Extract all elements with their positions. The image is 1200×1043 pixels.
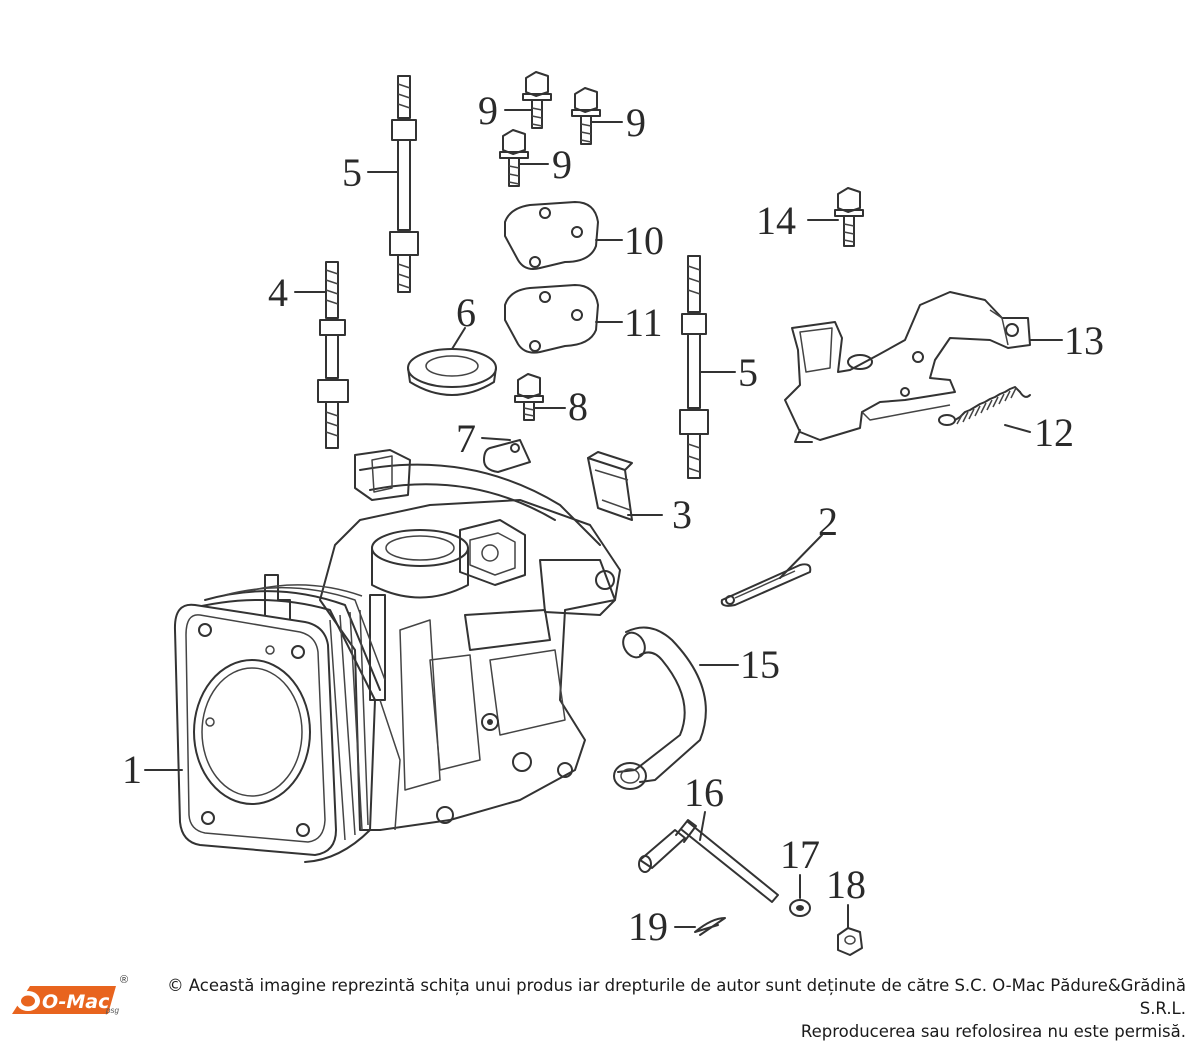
part-9-bolt-a [504, 71, 552, 129]
callout-9-b: 9 [626, 100, 646, 145]
part-6-seal [407, 327, 497, 396]
part-11-gasket [504, 284, 623, 354]
exploded-parts-diagram: 1 2 3 4 5 5 6 7 8 9 9 9 10 11 12 13 14 1… [122, 71, 1104, 956]
part-9-bolt-c [499, 129, 549, 187]
part-8-bolt [514, 373, 566, 421]
part-10-cover [504, 201, 623, 270]
copyright-line-1: © Această imagine reprezintă schița unui… [167, 976, 1186, 1018]
part-9-bolt-b [571, 87, 623, 145]
callout-9-c: 9 [552, 142, 572, 187]
callout-8: 8 [568, 384, 588, 429]
callout-10: 10 [624, 218, 664, 263]
part-2-clip [720, 534, 823, 607]
part-17-washer [789, 874, 811, 917]
callout-14: 14 [756, 198, 796, 243]
callout-1: 1 [122, 747, 142, 792]
copyright-notice: © Această imagine reprezintă schița unui… [136, 974, 1186, 1043]
part-7-plate [481, 437, 531, 473]
callout-18: 18 [826, 862, 866, 907]
callout-5-right: 5 [738, 350, 758, 395]
part-13-bracket [784, 291, 1063, 443]
part-12-spring [938, 386, 1031, 433]
callout-6: 6 [456, 290, 476, 335]
part-19-pin [674, 917, 726, 936]
callout-17: 17 [780, 832, 820, 877]
part-1-cylinder-block [144, 449, 621, 863]
o-mac-logo: O-Mac ® psg [8, 974, 130, 1020]
callout-3: 3 [672, 492, 692, 537]
part-14-bolt [807, 187, 864, 247]
callout-7: 7 [456, 416, 476, 461]
callout-2: 2 [818, 499, 838, 544]
logo-text: O-Mac [42, 991, 110, 1013]
part-5-stud-left [367, 75, 419, 293]
footer: O-Mac ® psg © Această imagine reprezintă… [0, 962, 1200, 1041]
logo-mark-icon: O-Mac [12, 986, 116, 1014]
callout-16: 16 [684, 770, 724, 815]
part-18-nut [837, 904, 863, 956]
callout-12: 12 [1034, 410, 1074, 455]
callout-9-a: 9 [478, 88, 498, 133]
callout-11: 11 [624, 300, 663, 345]
logo-registered-mark: ® [120, 974, 129, 986]
part-4-stud [294, 261, 349, 449]
callout-19: 19 [628, 904, 668, 949]
part-3-block [587, 451, 663, 521]
callout-4: 4 [268, 270, 288, 315]
part-16-rod [638, 811, 779, 903]
copyright-line-2: Reproducerea sau refolosirea nu este per… [800, 1022, 1186, 1041]
callout-13: 13 [1064, 318, 1104, 363]
part-15-hose [613, 626, 739, 790]
part-5-stud-right [679, 255, 736, 479]
logo-suffix: psg [106, 1006, 119, 1015]
callout-15: 15 [740, 642, 780, 687]
callout-5-left: 5 [342, 150, 362, 195]
